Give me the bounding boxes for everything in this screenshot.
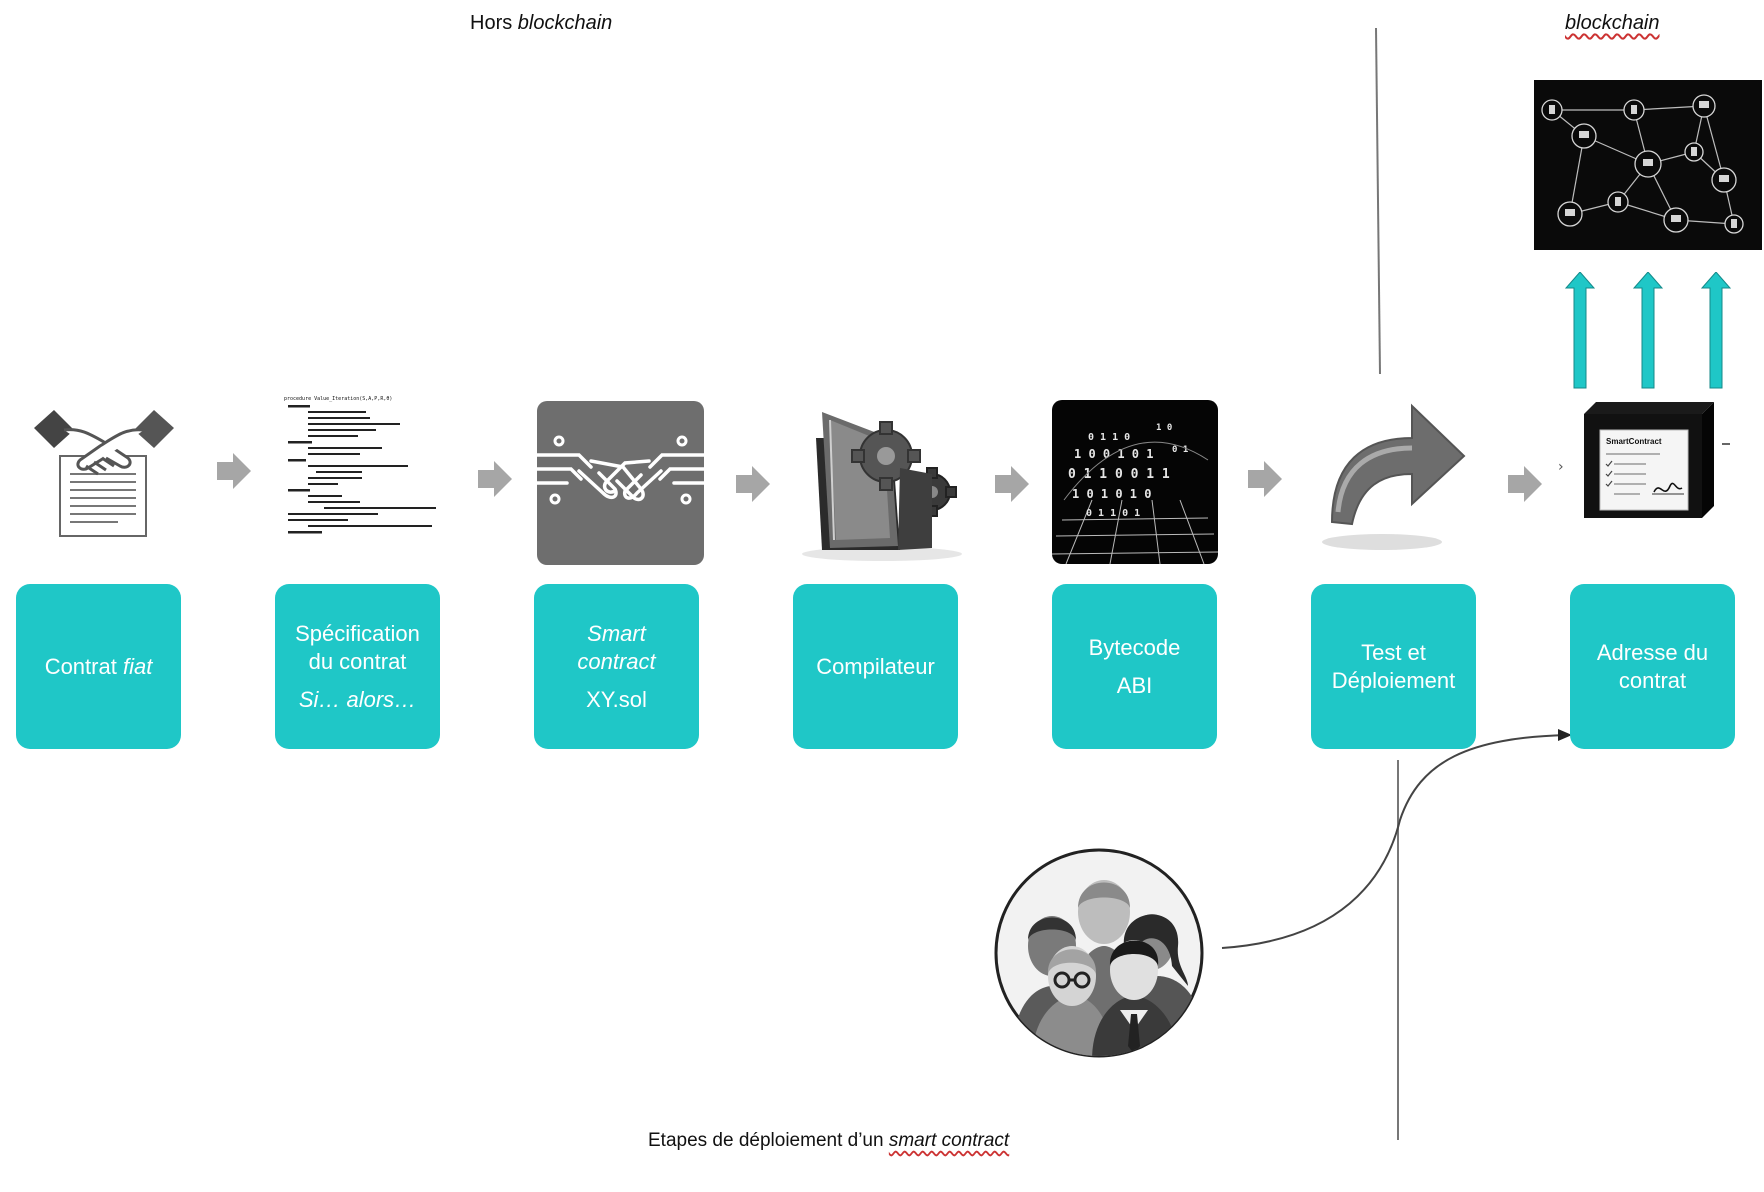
handshake-contract-icon — [34, 410, 174, 537]
step-box-fiat-contract: Contrat fiat — [16, 584, 181, 749]
flow-arrow-3 — [736, 466, 770, 502]
blockchain-network-icon — [1534, 80, 1762, 250]
upload-arrow-3 — [1700, 272, 1732, 389]
upload-arrow-2 — [1632, 272, 1664, 389]
step-5-line-1: Bytecode — [1088, 634, 1181, 660]
compiler-gears-icon — [802, 412, 962, 561]
step-box-specification: Spécification du contrat Si… alors… — [275, 584, 440, 749]
svg-text:›: › — [1558, 459, 1564, 475]
step-3-line-3: XY.sol — [586, 686, 647, 712]
svg-text:0 1 1 0 1: 0 1 1 0 1 — [1086, 508, 1140, 519]
smart-contract-box-icon: › SmartContract — [1558, 402, 1730, 518]
flow-arrow-4 — [995, 466, 1029, 502]
flow-arrow-6 — [1508, 466, 1542, 502]
contract-doc-title: SmartContract — [1606, 437, 1662, 446]
code-listing-icon: procedure Value_Iteration(S,A,P,R,θ) — [284, 396, 436, 534]
offchain-zone-label: Hors blockchain — [470, 12, 613, 34]
svg-text:0 1 1 0: 0 1 1 0 — [1088, 432, 1130, 443]
connector-arrowhead — [1558, 729, 1572, 741]
step-2-line-2: du contrat — [308, 648, 407, 674]
step-4-line-1: Compilateur — [816, 653, 935, 679]
connector-curve — [1221, 734, 1567, 949]
step-1-line-1: Contrat fiat — [44, 653, 153, 679]
step-3-line-2: contract — [577, 648, 656, 674]
svg-text:0 1 1 0 0 1 1: 0 1 1 0 0 1 1 — [1068, 467, 1170, 482]
flow-arrow-1 — [217, 453, 251, 489]
step-7-line-2: contrat — [1618, 667, 1687, 693]
step-6-line-2: Déploiement — [1331, 667, 1456, 693]
step-box-compiler: Compilateur — [793, 584, 958, 749]
upload-arrow-1 — [1564, 272, 1596, 389]
step-2-line-3: Si… alors… — [298, 686, 417, 712]
step-6-line-1: Test et — [1361, 639, 1426, 665]
svg-text:1 0 1 0 1 0: 1 0 1 0 1 0 — [1072, 487, 1151, 501]
step-box-bytecode: Bytecode ABI — [1052, 584, 1217, 749]
step-7-line-1: Adresse du — [1596, 639, 1709, 665]
step-box-contract-address: Adresse du contrat — [1570, 584, 1735, 749]
upload-arrows — [1564, 272, 1732, 389]
step-3-line-1: Smart — [587, 620, 646, 646]
divider-line-top — [1375, 27, 1381, 375]
onchain-zone-label: blockchain — [1565, 12, 1660, 34]
flow-arrow-2 — [478, 461, 512, 497]
step-2-line-1: Spécification — [295, 620, 420, 646]
step-box-smart-contract: Smart contract XY.sol — [534, 584, 699, 749]
svg-text:1 0: 1 0 — [1156, 423, 1172, 433]
flow-arrow-5 — [1248, 461, 1282, 497]
deploy-arrow-icon — [1322, 403, 1466, 550]
code-heading: procedure Value_Iteration(S,A,P,R,θ) — [284, 396, 392, 402]
people-group-icon — [994, 848, 1204, 1058]
figure-caption: Etapes de déploiement d’un smart contrac… — [648, 1130, 1010, 1151]
step-box-test-deploy: Test et Déploiement — [1311, 584, 1476, 749]
circuit-handshake-icon — [537, 401, 704, 565]
binary-sphere-icon: 0 1 1 0 1 0 0 1 0 1 0 1 1 0 0 1 1 1 0 1 … — [1052, 400, 1218, 564]
step-5-line-2: ABI — [1116, 672, 1153, 698]
svg-text:0 1: 0 1 — [1172, 445, 1188, 455]
